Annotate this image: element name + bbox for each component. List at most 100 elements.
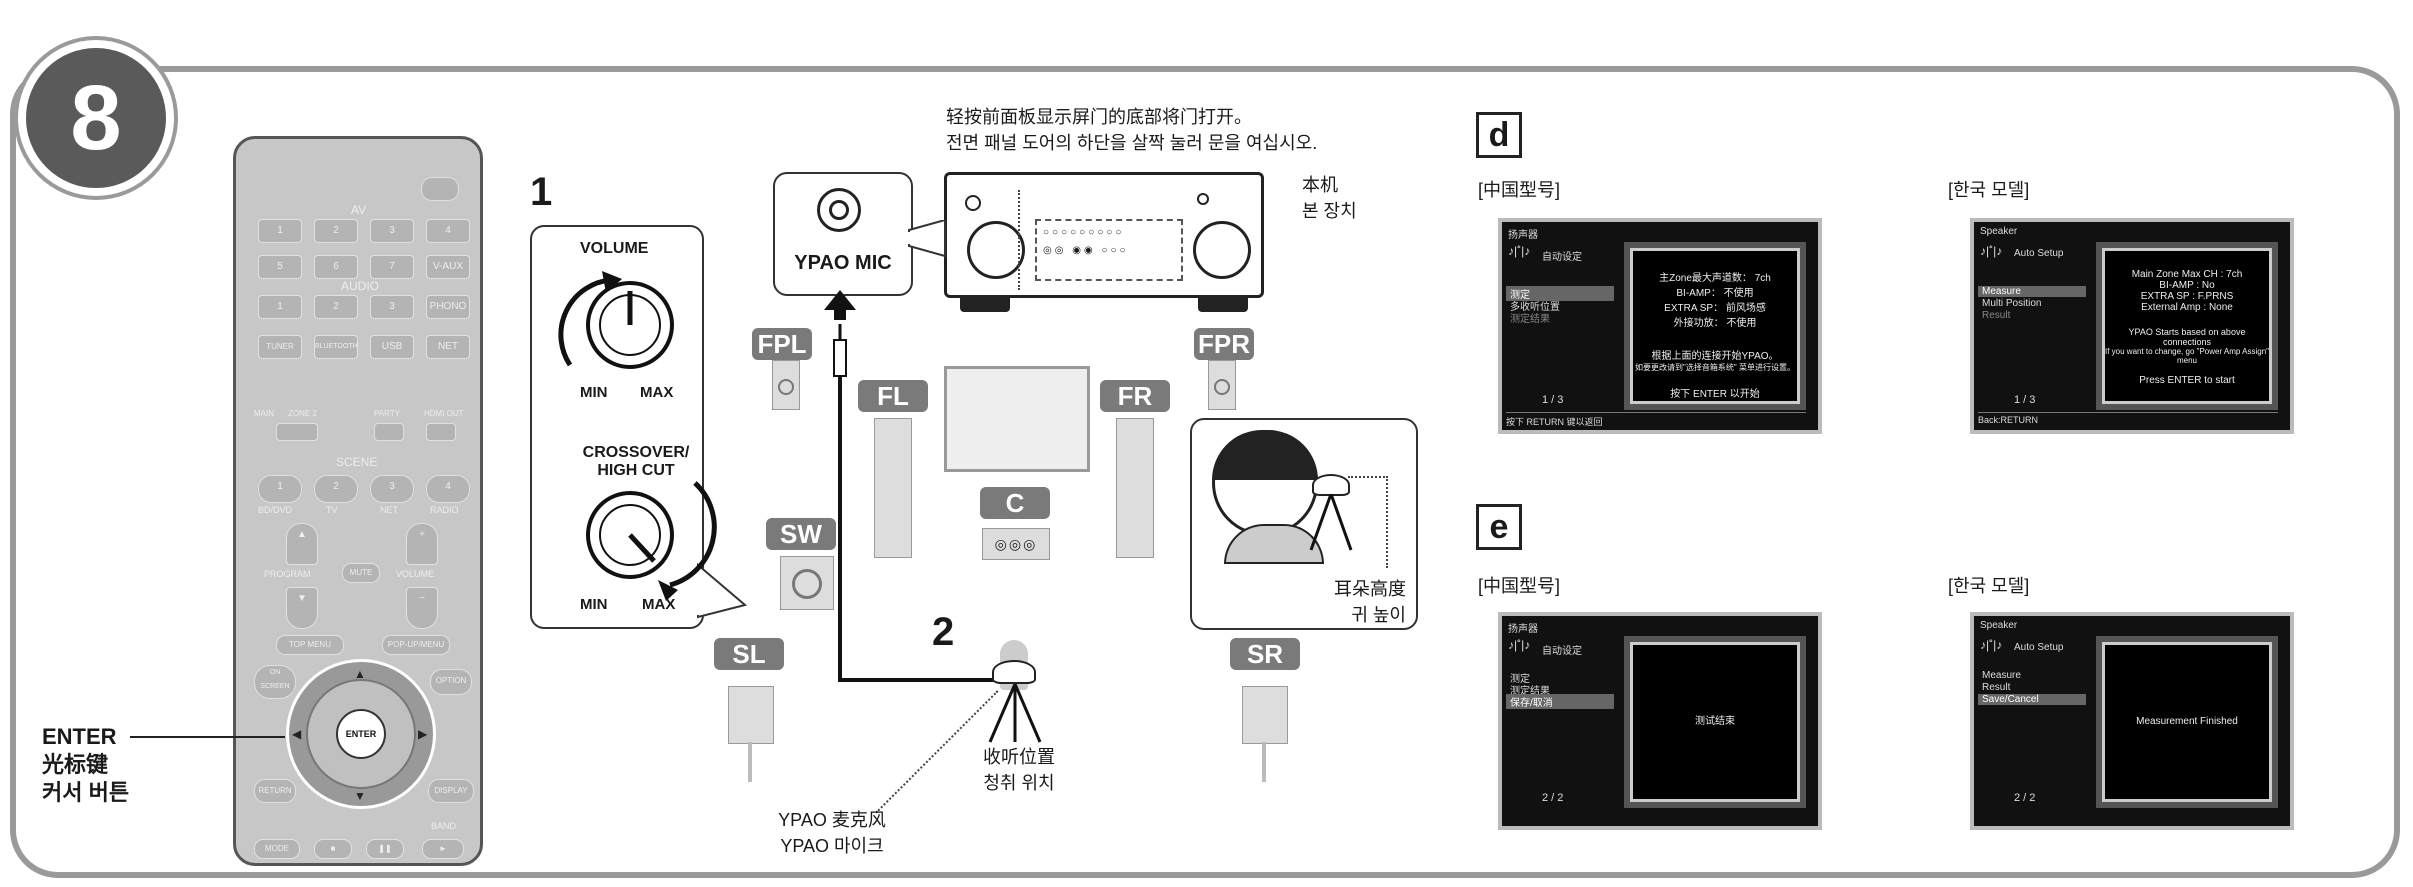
remote-audio-1[interactable]: 1 bbox=[258, 295, 302, 319]
remote-bluetooth[interactable]: BLUETOOTH bbox=[314, 335, 358, 359]
remote-play-button[interactable]: ► bbox=[422, 839, 464, 859]
remote-pause-button[interactable]: ❚❚ bbox=[366, 839, 404, 859]
speaker-fpr-tag: FPR bbox=[1194, 328, 1254, 360]
remote-phono[interactable]: PHONO bbox=[426, 295, 470, 319]
tv-screen-icon bbox=[944, 366, 1090, 472]
screen-e-cn-message: 测试结束 bbox=[1630, 642, 1800, 802]
screen-e-cn-menu-1[interactable]: 测定 bbox=[1510, 674, 1530, 685]
screen-e-kr-menu-3[interactable]: Save/Cancel bbox=[1978, 694, 2086, 705]
receiver-right-knob[interactable] bbox=[1193, 221, 1251, 279]
speaker-sr-stand bbox=[1262, 742, 1266, 782]
speaker-sl-icon bbox=[728, 686, 774, 744]
remote-popup-menu[interactable]: POP-UP/MENU bbox=[382, 635, 450, 655]
door-note: 轻按前面板显示屏门的底部将门打开。 전면 패널 도어의 하단을 살짝 눌러 문을… bbox=[946, 104, 1317, 156]
remote-av-3[interactable]: 3 bbox=[370, 219, 414, 243]
remote-scene-3[interactable]: 3 bbox=[370, 475, 414, 503]
step2-number: 2 bbox=[932, 610, 955, 654]
remote-scene-radio-label: RADIO bbox=[430, 505, 459, 515]
remote-return[interactable]: RETURN bbox=[254, 779, 296, 803]
remote-up-arrow-icon[interactable]: ▲ bbox=[354, 667, 366, 681]
remote-party-button[interactable] bbox=[374, 423, 404, 441]
receiver-unit: ○○○○○○○○○ ◎◎ ◉◉ ○○○ bbox=[944, 172, 1264, 298]
remote-av-1[interactable]: 1 bbox=[258, 219, 302, 243]
screen-e-kr-menu-2[interactable]: Result bbox=[1982, 682, 2011, 693]
remote-program-up[interactable]: ▲ bbox=[286, 523, 318, 565]
remote-mode[interactable]: MODE bbox=[254, 839, 300, 859]
speaker-setup-icon: ♪|˚|♪ bbox=[1980, 244, 2003, 258]
receiver-indicator-icon bbox=[1197, 193, 1209, 205]
remote-right-arrow-icon[interactable]: ▶ bbox=[418, 727, 428, 741]
speaker-fl-tag: FL bbox=[858, 380, 928, 412]
remote-usb[interactable]: USB bbox=[370, 335, 414, 359]
remote-display[interactable]: DISPLAY bbox=[428, 779, 474, 803]
remote-program-down[interactable]: ▼ bbox=[286, 587, 318, 629]
enter-callout-line bbox=[130, 736, 285, 738]
remote-audio-2[interactable]: 2 bbox=[314, 295, 358, 319]
remote-v-aux[interactable]: V-AUX bbox=[426, 255, 470, 279]
screen-d-kr-menu-3[interactable]: Result bbox=[1982, 310, 2011, 321]
remote-mute-button[interactable]: MUTE bbox=[342, 563, 380, 583]
screen-d-cn-menu-2[interactable]: 多收听位置 bbox=[1510, 302, 1560, 313]
speaker-sl-tag: SL bbox=[714, 638, 784, 670]
screen-d-cn: 扬声器 ♪|˚|♪ 自动设定 测定 多收听位置 测定结果 1 / 3 按下 RE… bbox=[1498, 218, 1822, 434]
screen-d-cn-menu-1[interactable]: 测定 bbox=[1506, 286, 1614, 301]
speaker-sw-tag: SW bbox=[766, 518, 836, 550]
crossover-knob-title: CROSSOVER/ HIGH CUT bbox=[566, 444, 706, 480]
remote-scene-label: SCENE bbox=[336, 455, 378, 469]
remote-av-5[interactable]: 5 bbox=[258, 255, 302, 279]
remote-volume-down[interactable]: − bbox=[406, 587, 438, 629]
crossover-knob-min: MIN bbox=[580, 596, 608, 613]
remote-net[interactable]: NET bbox=[426, 335, 470, 359]
remote-on-screen[interactable]: ON SCREEN bbox=[254, 665, 296, 699]
section-d-kr-model: [한국 모델] bbox=[1948, 180, 2030, 200]
ear-height-leader bbox=[1348, 476, 1388, 568]
screen-d-cn-menu-3[interactable]: 测定结果 bbox=[1510, 314, 1550, 325]
receiver-left-knob[interactable] bbox=[967, 221, 1025, 279]
receiver-power-icon[interactable] bbox=[965, 195, 981, 211]
crossover-knob-max: MAX bbox=[642, 596, 676, 613]
section-e-label: e bbox=[1476, 504, 1522, 550]
remote-scene-4[interactable]: 4 bbox=[426, 475, 470, 503]
screen-e-cn-title: 自动设定 bbox=[1542, 646, 1582, 657]
remote-av-6[interactable]: 6 bbox=[314, 255, 358, 279]
speaker-fpl-icon bbox=[772, 360, 800, 410]
remote-zone-switch[interactable] bbox=[276, 423, 318, 441]
remote-av-7[interactable]: 7 bbox=[370, 255, 414, 279]
remote-volume-label: VOLUME bbox=[396, 569, 435, 579]
receiver-panel-jacks-icon: ◎◎ ◉◉ ○○○ bbox=[1043, 245, 1129, 256]
remote-av-2[interactable]: 2 bbox=[314, 219, 358, 243]
screen-d-kr-menu-1[interactable]: Measure bbox=[1978, 286, 2086, 297]
screen-d-cn-footer: 按下 RETURN 键以返回 bbox=[1506, 412, 1806, 428]
remote-left-arrow-icon[interactable]: ◀ bbox=[292, 727, 302, 741]
ear-height-label: 耳朵高度 귀 높이 bbox=[1334, 576, 1406, 628]
remote-down-arrow-icon[interactable]: ▼ bbox=[354, 789, 366, 803]
remote-scene-2[interactable]: 2 bbox=[314, 475, 358, 503]
speaker-fr-icon bbox=[1116, 418, 1154, 558]
screen-e-cn-menu-2[interactable]: 测定结果 bbox=[1510, 686, 1550, 697]
unit-label-cn: 本机 bbox=[1302, 175, 1338, 195]
volume-knob-max: MAX bbox=[640, 384, 674, 401]
section-e-kr-model: [한국 모델] bbox=[1948, 576, 2030, 596]
ypao-callout-pointer bbox=[905, 220, 946, 258]
remote-power-button[interactable] bbox=[421, 177, 459, 201]
ypao-jack-icon bbox=[817, 188, 861, 232]
speaker-fpr-icon bbox=[1208, 360, 1236, 410]
section-d-cn-model: [中国型号] bbox=[1478, 180, 1561, 200]
screen-e-kr-menu-1[interactable]: Measure bbox=[1982, 670, 2021, 681]
screen-e-cn-menu-3[interactable]: 保存/取消 bbox=[1506, 694, 1614, 709]
remote-stop-button[interactable]: ■ bbox=[314, 839, 352, 859]
remote-scene-1[interactable]: 1 bbox=[258, 475, 302, 503]
remote-tuner[interactable]: TUNER bbox=[258, 335, 302, 359]
remote-volume-up[interactable]: + bbox=[406, 523, 438, 565]
remote-main-label: MAIN bbox=[254, 409, 274, 418]
remote-audio-3[interactable]: 3 bbox=[370, 295, 414, 319]
remote-av-4[interactable]: 4 bbox=[426, 219, 470, 243]
screen-d-kr-dialog: Main Zone Max CH : 7ch BI-AMP : No EXTRA… bbox=[2102, 248, 2272, 404]
speaker-fr-tag: FR bbox=[1100, 380, 1170, 412]
remote-hdmi-out-label: HDMI OUT bbox=[424, 409, 464, 418]
remote-top-menu[interactable]: TOP MENU bbox=[276, 635, 344, 655]
screen-d-kr-menu-2[interactable]: Multi Position bbox=[1982, 298, 2042, 309]
remote-option[interactable]: OPTION bbox=[430, 669, 472, 695]
remote-hdmi-out-button[interactable] bbox=[426, 423, 456, 441]
remote-enter-button[interactable]: ENTER bbox=[336, 709, 386, 759]
